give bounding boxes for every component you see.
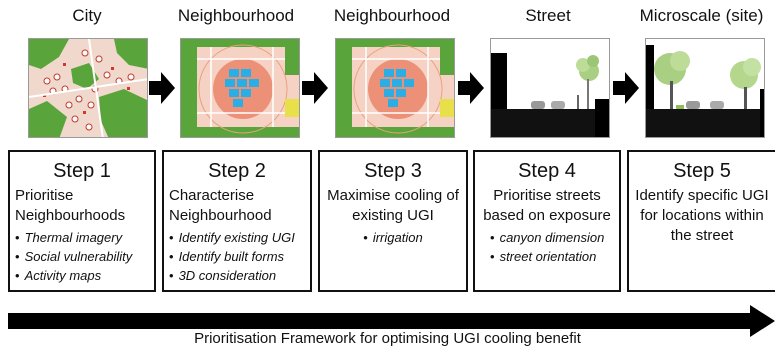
right-arrow-icon xyxy=(613,72,639,104)
step-2-bullet: Identify built forms xyxy=(169,247,305,266)
step-5-box: Step 5 Identify specific UGI for locatio… xyxy=(627,150,775,292)
step-5-title: Step 5 xyxy=(673,160,731,182)
step-2-bullets: Identify existing UGI Identify built for… xyxy=(169,228,305,285)
step-2-bullet: 3D consideration xyxy=(169,266,305,285)
step-3-bullets: irrigation xyxy=(325,228,461,247)
step-1-title: Step 1 xyxy=(53,160,111,182)
step-5-heading: Identify specific UGI for locations with… xyxy=(635,187,769,244)
step-1-bullets: Thermal imagery Social vulnerability Act… xyxy=(15,228,149,285)
step-2-bullet: Identify existing UGI xyxy=(169,228,305,247)
step-4-bullet: street orientation xyxy=(490,247,614,266)
step-4-bullets: canyon dimension street orientation xyxy=(480,228,614,266)
step-3-title: Step 3 xyxy=(364,160,422,182)
right-arrow-icon xyxy=(458,72,484,104)
column-title-city: City xyxy=(72,6,102,25)
framework-arrow-icon xyxy=(8,305,775,337)
step-1-box: Step 1 Prioritise Neighbourhoods Thermal… xyxy=(8,150,156,292)
column-title-microscale: Microscale (site) xyxy=(639,6,764,25)
step-1-bullet: Social vulnerability xyxy=(15,247,149,266)
step-2-heading: Characterise Neighbourhood xyxy=(169,187,272,224)
neighbourhood-map-icon xyxy=(335,38,455,138)
step-4-box: Step 4 Prioritise streets based on expos… xyxy=(473,150,621,292)
right-arrow-icon xyxy=(149,72,175,104)
step-3-box: Step 3 Maximise cooling of existing UGI … xyxy=(318,150,468,292)
column-title-street: Street xyxy=(525,6,571,25)
step-1-heading: Prioritise Neighbourhoods xyxy=(15,187,126,224)
step-4-heading: Prioritise streets based on exposure xyxy=(483,187,611,224)
step-1-bullet: Activity maps xyxy=(15,266,149,285)
city-map-icon xyxy=(28,38,148,138)
step-2-title: Step 2 xyxy=(208,160,266,182)
site-section-icon xyxy=(645,38,765,138)
neighbourhood-map-icon xyxy=(180,38,300,138)
framework-caption: Prioritisation Framework for optimising … xyxy=(194,330,581,347)
column-title-neighbourhood-2: Neighbourhood xyxy=(333,6,451,25)
right-arrow-icon xyxy=(302,72,328,104)
step-2-box: Step 2 Characterise Neighbourhood Identi… xyxy=(162,150,312,292)
column-title-neighbourhood-1: Neighbourhood xyxy=(177,6,295,25)
step-3-heading: Maximise cooling of existing UGI xyxy=(327,187,459,224)
street-section-icon xyxy=(490,38,610,138)
step-4-title: Step 4 xyxy=(518,160,576,182)
step-1-bullet: Thermal imagery xyxy=(15,228,149,247)
step-3-bullet: irrigation xyxy=(325,228,461,247)
step-4-bullet: canyon dimension xyxy=(490,228,614,247)
